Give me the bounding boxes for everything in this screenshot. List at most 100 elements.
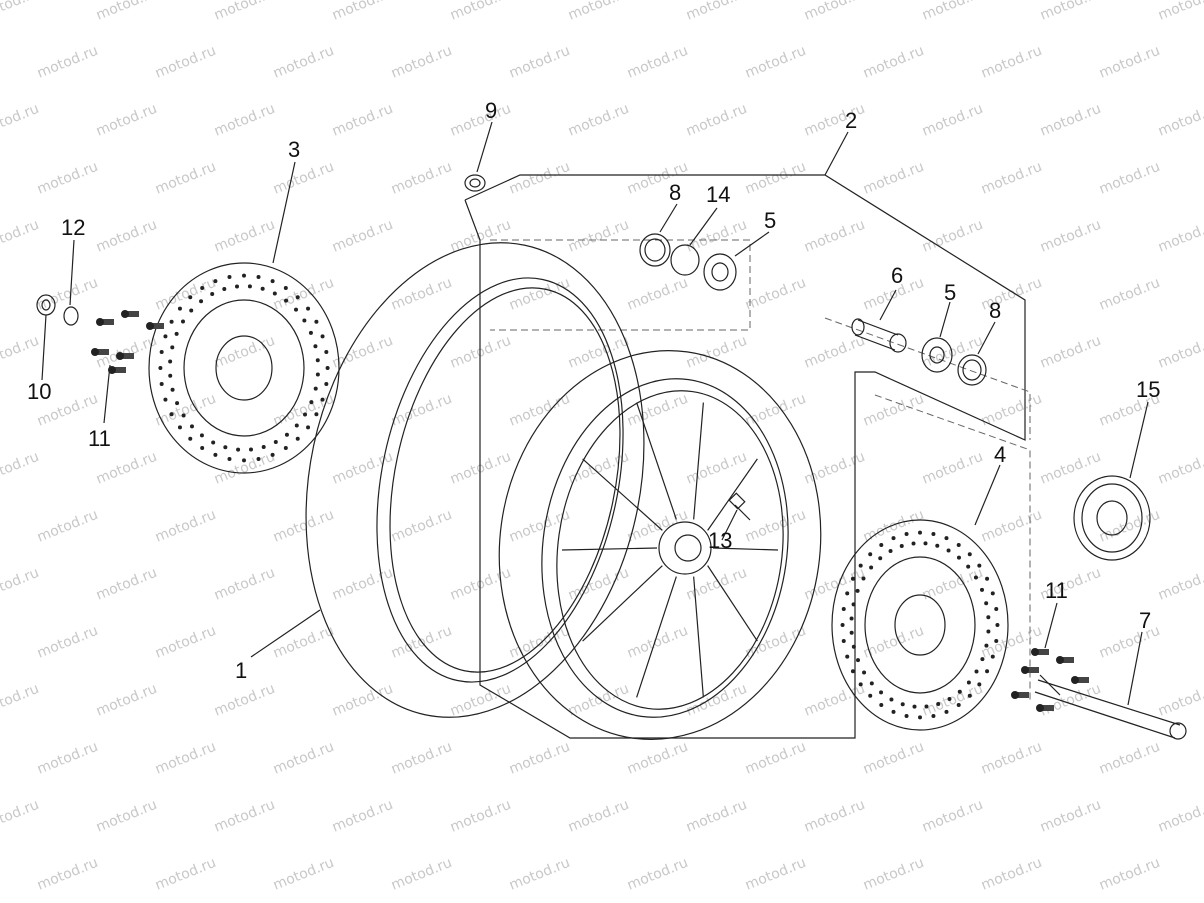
watermark-text: motod.ru [448,681,514,720]
watermark-text: motod.ru [0,797,41,836]
rim-spoke [693,576,704,698]
washer-12 [63,306,79,326]
disc-hole [841,606,846,611]
watermark-text: motod.ru [1097,739,1163,778]
disc-hole [967,552,972,557]
disc-hole [177,425,182,430]
disc-hole [924,704,929,709]
watermark-text: motod.ru [743,43,809,82]
watermark-text: motod.ru [684,797,750,836]
watermark-text: motod.ru [153,43,219,82]
rim-spoke [561,547,658,551]
disc-hole [325,366,330,370]
disc-hole [966,564,971,569]
disc-hole [313,386,318,391]
bolt [1025,667,1039,673]
watermark-text: motod.ru [330,101,396,140]
disc-hole [175,401,180,406]
watermark-text: motod.ru [389,391,455,430]
watermark-text: motod.ru [153,855,219,894]
disc-hole [256,275,261,280]
callout-11-right: 11 [1045,578,1068,603]
disc-hole [320,397,325,402]
bolt [125,311,139,317]
watermark-text: motod.ru [389,739,455,778]
rim-spoke [707,565,758,642]
disc-hole [841,639,846,644]
watermark-text: motod.ru [743,159,809,198]
rim-spoke [693,402,704,520]
bolt-head [1031,648,1039,656]
disc-hole [213,452,218,457]
watermark-text: motod.ru [1097,275,1163,314]
disc-hole [986,615,991,620]
tire-valve [728,492,751,521]
watermark-text: motod.ru [861,159,927,198]
watermark-text: motod.ru [212,333,278,372]
disc-hole [236,447,241,452]
brake-disc-right [831,519,1009,731]
watermark-text: motod.ru [330,681,396,720]
bolt [1015,692,1029,698]
disc-hole [315,372,320,377]
watermark-text: motod.ru [0,449,41,488]
disc-hole [904,532,909,537]
watermark-text: motod.ru [1097,507,1163,546]
disc-hole [227,275,232,280]
watermark-text: motod.ru [920,0,986,24]
disc-hole [247,284,252,289]
disc-hole [200,285,205,290]
disc-hole [868,693,873,698]
disc-hole [222,287,227,292]
watermark-text: motod.ru [35,855,101,894]
bolt [1060,657,1074,663]
watermark-text: motod.ru [153,739,219,778]
disc-hole [967,693,972,698]
disc-hole [295,436,300,441]
watermark-text: motod.ru [0,0,41,24]
watermark-text: motod.ru [94,101,160,140]
watermark-text: motod.ru [330,217,396,256]
disc-hole [851,644,856,649]
disc-hole [977,563,982,568]
watermark-text: motod.ru [507,275,573,314]
disc-hole [324,349,329,354]
disc-hole [169,319,174,324]
disc-hole [189,424,194,429]
disc-hole [315,358,320,363]
watermark-text: motod.ru [1038,0,1104,24]
bolt-head [1071,676,1079,684]
callout-14: 14 [706,182,730,207]
rim-spoke [636,576,677,698]
disc-hole [168,373,173,378]
watermark-text: motod.ru [271,507,337,546]
disc-hole [879,703,884,708]
disc-hole [869,565,874,570]
watermark-text: motod.ru [1038,333,1104,372]
disc-hole [168,359,173,364]
watermark-text: motod.ru [1156,681,1204,720]
watermark-text: motod.ru [625,623,691,662]
disc-hole [868,552,873,557]
bolt-head [116,352,124,360]
watermark-text: motod.ru [212,681,278,720]
watermark-text: motod.ru [0,217,41,256]
watermark-text: motod.ru [448,101,514,140]
disc-hole [947,696,952,701]
disc-hole [199,433,204,438]
disc-hole [180,319,185,324]
disc-bolts [91,310,1089,712]
disc-hole [856,658,861,663]
watermark-text: motod.ru [271,275,337,314]
callout-4: 4 [994,442,1006,467]
watermark-text: motod.ru [1038,449,1104,488]
watermark-text: motod.ru [448,0,514,24]
disc-hole [923,541,928,546]
disc-hole [879,690,884,695]
disc-hole [306,306,311,311]
watermark-text: motod.ru [330,797,396,836]
disc-hole [309,400,314,405]
watermark-text: motod.ru [1156,217,1204,256]
callout-15: 15 [1136,377,1160,402]
watermark-text: motod.ru [743,855,809,894]
